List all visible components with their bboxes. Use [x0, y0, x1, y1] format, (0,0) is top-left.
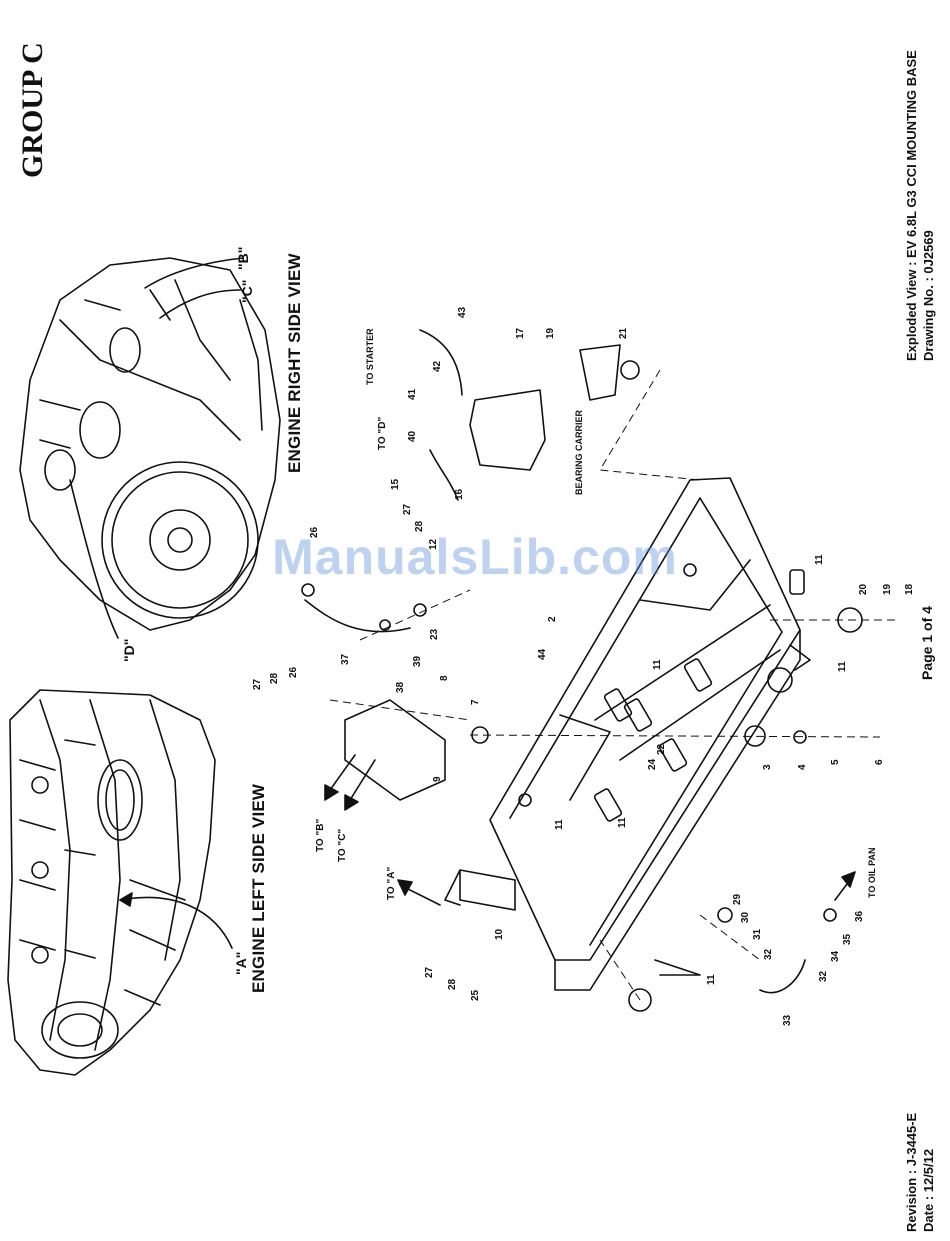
group-title: GROUP C [16, 42, 49, 178]
part-43: 43 [457, 306, 468, 318]
part-24: 24 [647, 758, 658, 770]
marker-b: "B" [235, 247, 251, 270]
exploded-view-title: Exploded View : EV 6.8L G3 CCI MOUNTING … [904, 50, 919, 361]
cable-16 [429, 449, 459, 501]
callout-to-d: TO "D" [377, 417, 388, 450]
part-8: 8 [439, 675, 450, 681]
part-32-a: 32 [763, 948, 774, 960]
bracket-9 [344, 699, 446, 801]
arrow-to-b [329, 754, 356, 791]
callout-bearing-carrier: BEARING CARRIER [574, 409, 584, 495]
part-33: 33 [782, 1014, 793, 1026]
marker-a: "A" [233, 952, 249, 975]
part-11-e: 11 [617, 817, 628, 828]
part-10: 10 [494, 928, 505, 940]
part-41: 41 [407, 388, 418, 400]
part-28-a: 28 [269, 672, 280, 684]
part-3: 3 [762, 764, 773, 770]
part-31: 31 [752, 928, 763, 940]
part-20: 20 [858, 583, 869, 595]
part-27-c: 27 [424, 966, 435, 978]
part-5: 5 [830, 759, 841, 765]
callout-to-starter: TO STARTER [365, 328, 375, 385]
revision-date: Date : 12/5/12 [921, 1148, 936, 1232]
callout-to-c: TO "C" [337, 829, 348, 862]
dash-line-cable [359, 589, 471, 641]
part-23: 23 [429, 628, 440, 640]
page-number: Page 1 of 4 [919, 606, 935, 680]
part-19-a: 19 [545, 327, 556, 339]
part-2: 2 [547, 616, 558, 622]
part-11-b: 11 [837, 661, 848, 672]
mounting-base-frame [489, 477, 805, 991]
part-38: 38 [395, 681, 406, 693]
part-26-b: 26 [309, 526, 320, 538]
leader-a [119, 896, 233, 949]
part-9: 9 [432, 776, 443, 782]
part-7: 7 [470, 699, 481, 705]
part-21: 21 [618, 327, 629, 339]
engine-right-side-drawing [19, 257, 281, 631]
part-39: 39 [412, 655, 423, 667]
part-44: 44 [537, 648, 548, 660]
part-15: 15 [390, 478, 401, 490]
dash-line-frame-right [599, 369, 701, 481]
part-11-c: 11 [652, 659, 663, 670]
callout-to-b: TO "B" [315, 819, 326, 852]
cable-42 [419, 329, 463, 396]
part-16: 16 [454, 488, 465, 500]
part-6: 6 [874, 759, 885, 765]
part-28-c: 28 [447, 978, 458, 990]
hose-33 [759, 959, 806, 994]
dash-line-frame-left [469, 734, 881, 738]
part-17: 17 [515, 327, 526, 339]
part-11-f: 11 [706, 974, 717, 985]
bracket-10 [444, 869, 516, 911]
part-32-b: 32 [818, 970, 829, 982]
part-28-b: 28 [414, 520, 425, 532]
drawing-number: Drawing No. : 0J2569 [921, 230, 936, 361]
part-29: 29 [732, 893, 743, 905]
part-11-d: 11 [554, 819, 565, 830]
marker-d: "D" [121, 639, 137, 662]
part-40: 40 [407, 430, 418, 442]
marker-c: "C" [239, 280, 255, 303]
cable-37 [304, 599, 411, 633]
part-30: 30 [740, 911, 751, 923]
arrow-a [119, 892, 133, 907]
engine-left-side-drawing [7, 689, 216, 1076]
part-27-b: 27 [402, 503, 413, 515]
part-26-a: 26 [288, 666, 299, 678]
part-11-a: 11 [814, 554, 825, 565]
bearing-carrier [579, 344, 621, 401]
part-42: 42 [432, 360, 443, 372]
leader-d [69, 479, 119, 639]
leader-c [159, 289, 241, 319]
callout-to-oil-pan: TO OIL PAN [867, 847, 877, 898]
part-34: 34 [830, 950, 841, 962]
callout-to-a: TO "A" [386, 867, 397, 900]
part-12: 12 [428, 538, 439, 550]
leader-b [144, 257, 244, 289]
dash-line-fuel [699, 914, 761, 961]
revision: Revision : J-3445-E [904, 1112, 919, 1232]
part-22: 22 [656, 743, 667, 755]
part-36: 36 [854, 910, 865, 922]
part-35: 35 [842, 933, 853, 945]
part-18: 18 [904, 583, 915, 595]
part-19-b: 19 [882, 583, 893, 595]
part-27-a: 27 [252, 678, 263, 690]
arrow-to-c [349, 759, 376, 801]
engine-left-side-view-label: ENGINE LEFT SIDE VIEW [249, 783, 268, 993]
part-4: 4 [797, 764, 808, 770]
engine-right-side-view-label: ENGINE RIGHT SIDE VIEW [285, 253, 304, 473]
dash-line-bracket [329, 699, 471, 721]
part-37: 37 [340, 653, 351, 665]
battery-box [469, 389, 546, 471]
part-25: 25 [470, 989, 481, 1001]
